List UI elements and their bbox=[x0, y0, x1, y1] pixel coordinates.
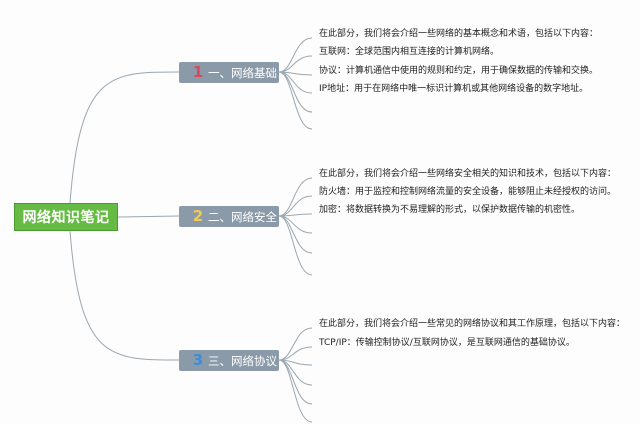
branch-to-leaf-line bbox=[278, 215, 313, 254]
leaf-item[interactable]: 加密：将数据转换为不易理解的形式，以保护数据传输的机密性。 bbox=[319, 205, 581, 215]
leaf-item[interactable]: TCP/IP：传输控制协议/互联网协议，是互联网通信的基础协议。 bbox=[319, 338, 575, 348]
branch-to-leaf-line bbox=[278, 37, 313, 73]
branch-label: 二、网络安全 bbox=[208, 209, 277, 224]
leaf-item[interactable]: 协议：计算机通信中使用的规则和约定，用于确保数据的传输和交换。 bbox=[319, 66, 599, 76]
branch-to-leaf-line bbox=[278, 195, 313, 217]
leaf-item[interactable]: IP地址：用于在网络中唯一标识计算机或其他网络设备的数字地址。 bbox=[319, 84, 589, 94]
root-to-branch-line bbox=[69, 71, 180, 204]
leaf-item[interactable]: 互联网：全球范围内相互连接的计算机网络。 bbox=[319, 47, 500, 57]
root-title: 网络知识笔记 bbox=[22, 210, 110, 226]
branch-to-leaf-line bbox=[278, 71, 313, 130]
branch-number: 1 bbox=[192, 63, 204, 81]
leaf-item[interactable]: 在此部分，我们将会介绍一些网络安全相关的知识和技术，包括以下内容： bbox=[319, 169, 617, 179]
leaf-item[interactable]: 在此部分，我们将会介绍一些网络的基本概念和术语，包括以下内容： bbox=[319, 29, 599, 39]
branch-to-leaf-line bbox=[278, 177, 313, 217]
branch-number: 3 bbox=[192, 351, 204, 369]
branch-to-leaf-line bbox=[278, 327, 313, 361]
branch-to-leaf-line bbox=[278, 215, 313, 276]
root-node[interactable]: 网络知识笔记 bbox=[14, 203, 118, 231]
root-to-branch-line bbox=[117, 215, 180, 218]
branch-network-basics[interactable]: 1 一、网络基础 bbox=[179, 62, 279, 83]
branch-network-protocols[interactable]: 3 三、网络协议 bbox=[179, 350, 279, 371]
branch-to-leaf-line bbox=[278, 359, 313, 423]
leaf-item[interactable]: 防火墙：用于监控和控制网络流量的安全设备，能够阻止未经授权的访问。 bbox=[319, 187, 617, 197]
branch-label: 一、网络基础 bbox=[208, 65, 277, 80]
branch-network-security[interactable]: 2 二、网络安全 bbox=[179, 206, 279, 227]
branch-number: 2 bbox=[192, 207, 204, 225]
branch-label: 三、网络协议 bbox=[208, 353, 277, 368]
leaf-item[interactable]: 在此部分，我们将会介绍一些常见的网络协议和其工作原理，包括以下内容： bbox=[319, 319, 626, 329]
branch-to-leaf-line bbox=[278, 55, 313, 73]
root-to-branch-line bbox=[69, 230, 180, 361]
